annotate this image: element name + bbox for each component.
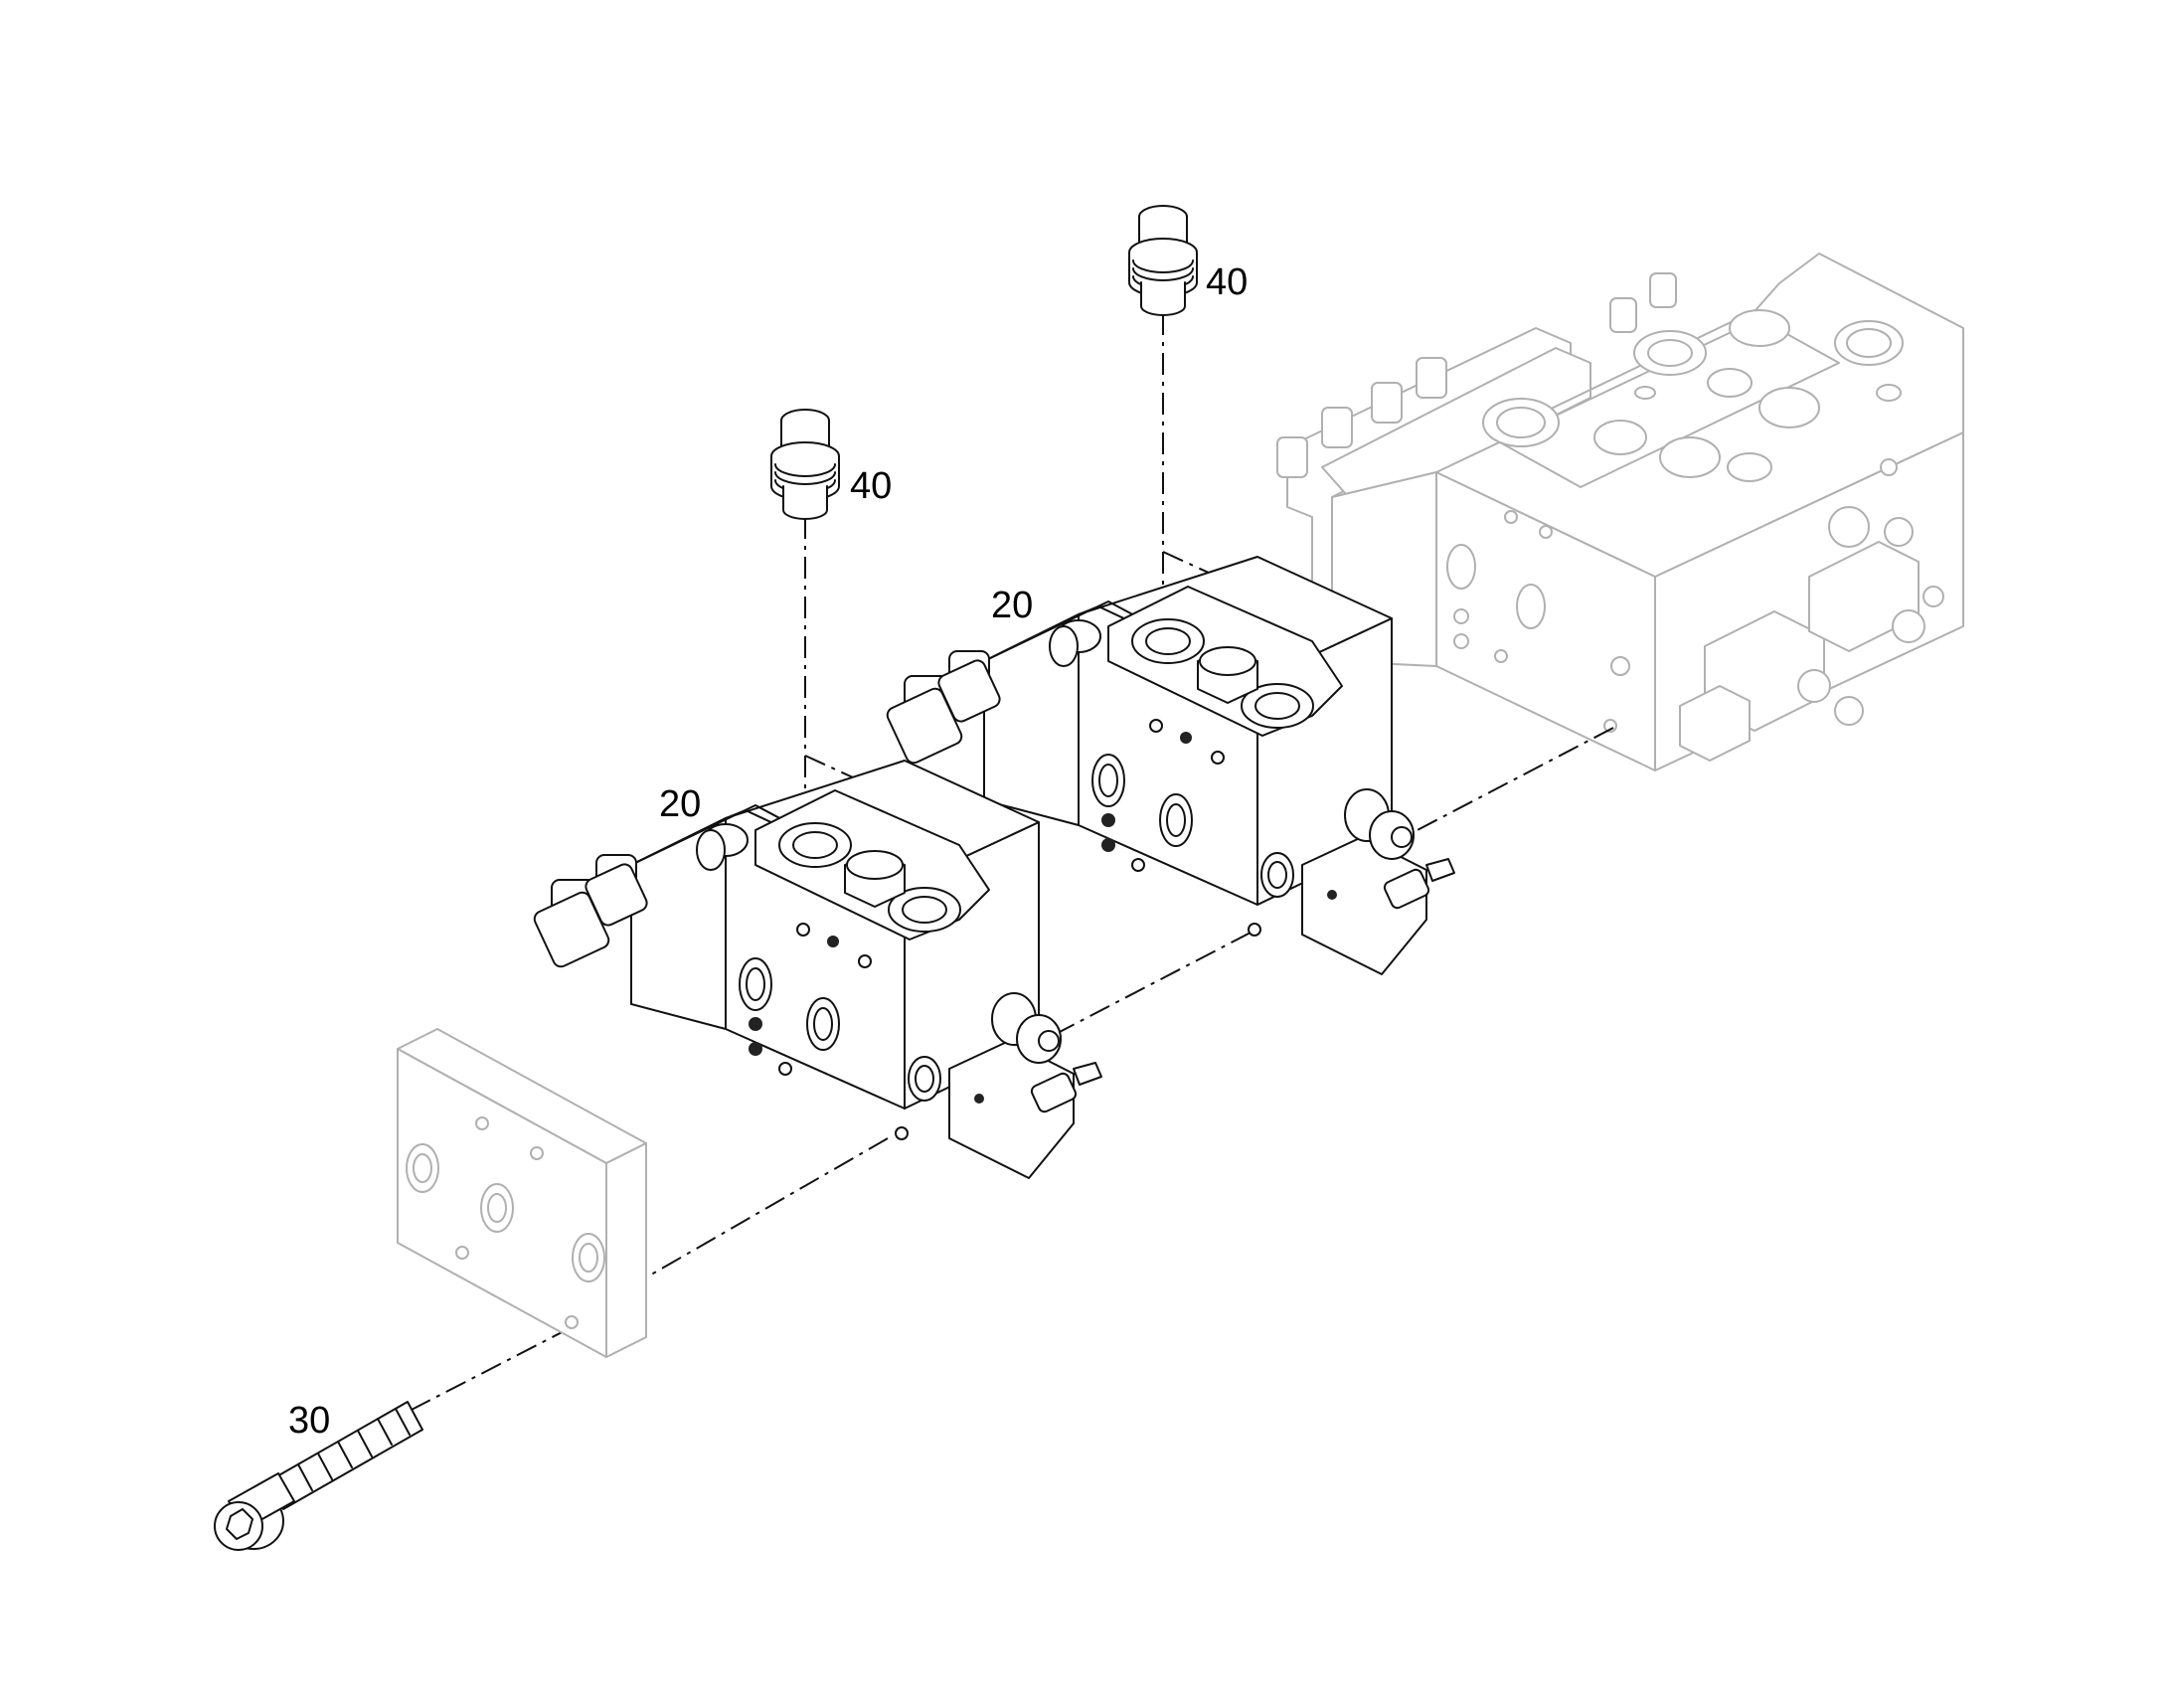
callout-label-20-front: 20 <box>659 783 702 825</box>
screw-30 <box>214 1401 423 1551</box>
ghost-manifold-block <box>1276 253 1964 771</box>
callout-label-20-rear: 20 <box>991 585 1034 626</box>
callout-label-40-lower: 40 <box>850 465 893 507</box>
fitting-40-lower <box>770 409 840 520</box>
valve-section-front <box>533 760 1102 1179</box>
fitting-40-upper <box>1128 205 1198 316</box>
ghost-end-plate <box>397 1028 647 1358</box>
valve-section-rear <box>886 556 1455 975</box>
callout-label-30: 30 <box>288 1400 331 1442</box>
callout-label-40-upper: 40 <box>1206 261 1249 303</box>
